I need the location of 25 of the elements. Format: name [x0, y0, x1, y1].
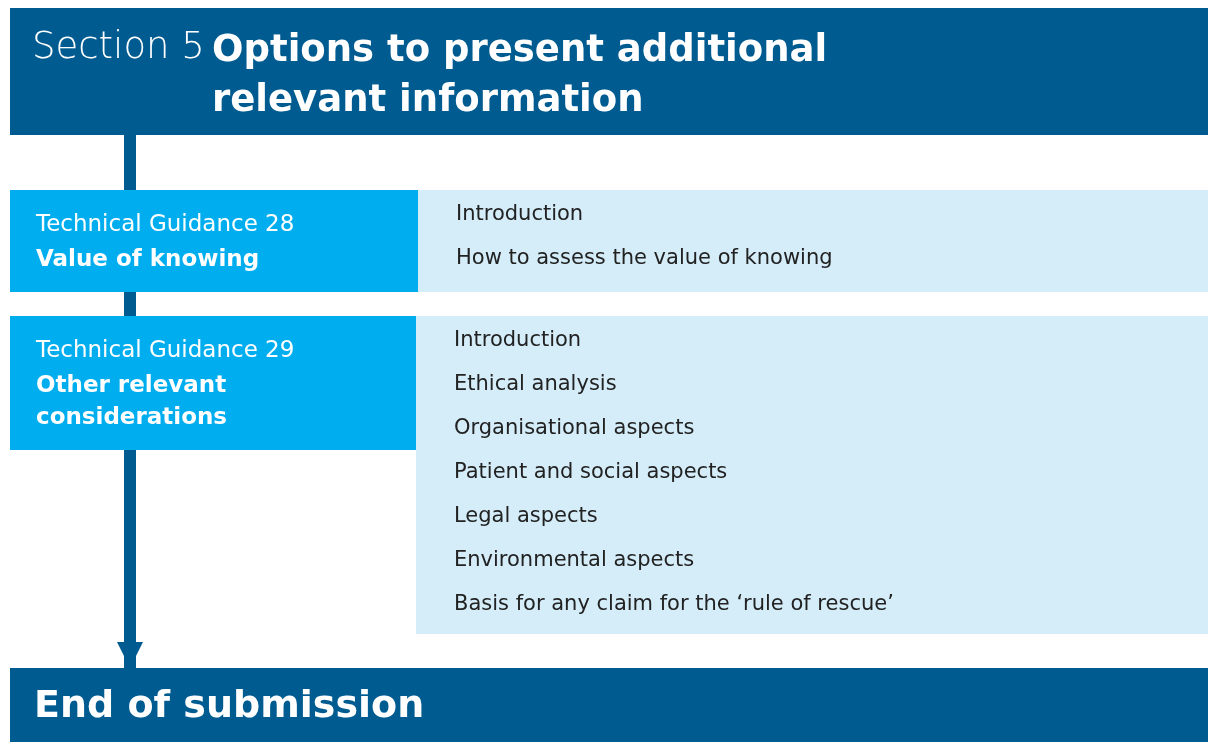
topic-item: Ethical analysis	[454, 371, 617, 395]
topics-panel	[416, 316, 1208, 634]
guidance-number: Technical Guidance 28	[36, 210, 295, 236]
connector-line	[124, 135, 136, 190]
guidance-box	[10, 316, 418, 450]
end-title: End of submission	[34, 682, 425, 726]
connector-line	[124, 292, 136, 316]
section-title: Options to present additional relevant information	[212, 26, 829, 122]
section-number: Section 5	[32, 24, 205, 67]
topic-item: Environmental aspects	[454, 547, 695, 571]
guidance-number: Technical Guidance 29	[36, 336, 295, 362]
topic-item: Organisational aspects	[454, 415, 695, 439]
topics-panel	[418, 190, 1208, 292]
guidance-title: Value of knowing	[36, 244, 261, 273]
arrow	[117, 450, 143, 668]
topic-item: Legal aspects	[454, 503, 598, 527]
topic-item: Patient and social aspects	[454, 459, 728, 483]
topic-item: Introduction	[454, 327, 582, 351]
topic-item: Introduction	[456, 201, 584, 225]
topic-item: Basis for any claim for the ‘rule of rescue’	[454, 591, 894, 615]
end-banner	[10, 668, 1208, 742]
topic-item: How to assess the value of knowing	[456, 245, 833, 269]
section-header-banner	[10, 8, 1208, 135]
guidance-box	[10, 190, 418, 292]
guidance-title: Other relevant considerations	[36, 370, 229, 431]
